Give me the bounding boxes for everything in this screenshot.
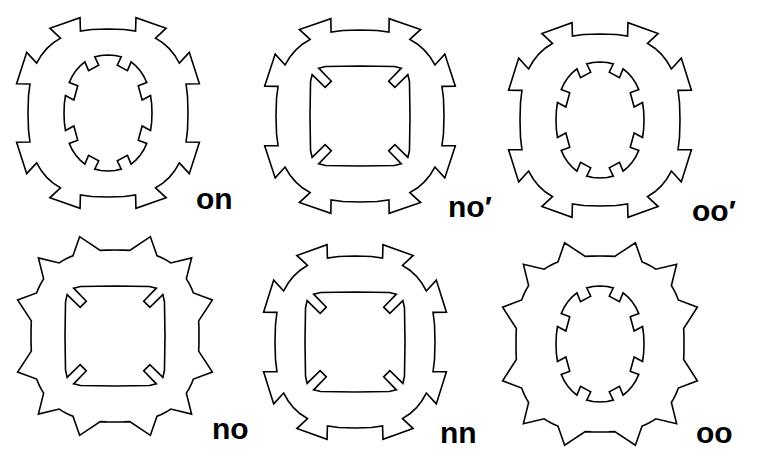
figure-label: no <box>210 414 251 444</box>
inner-outline <box>556 62 644 178</box>
inner-outline <box>65 286 165 386</box>
inner-outline <box>556 286 644 402</box>
figure-label: nn <box>438 418 479 448</box>
outer-outline <box>503 243 698 446</box>
inner-outline <box>310 66 410 166</box>
outer-outline <box>17 18 200 209</box>
figure-label: oo′ <box>690 196 738 226</box>
outer-outline <box>18 237 213 436</box>
figure-label: oo <box>694 418 735 448</box>
figure-label: on <box>194 184 235 214</box>
outer-outline <box>265 19 456 214</box>
inner-outline <box>64 55 152 171</box>
figure-label: no′ <box>446 192 494 222</box>
outer-outline <box>509 23 692 218</box>
inner-outline <box>305 292 405 392</box>
outer-outline <box>264 245 447 440</box>
